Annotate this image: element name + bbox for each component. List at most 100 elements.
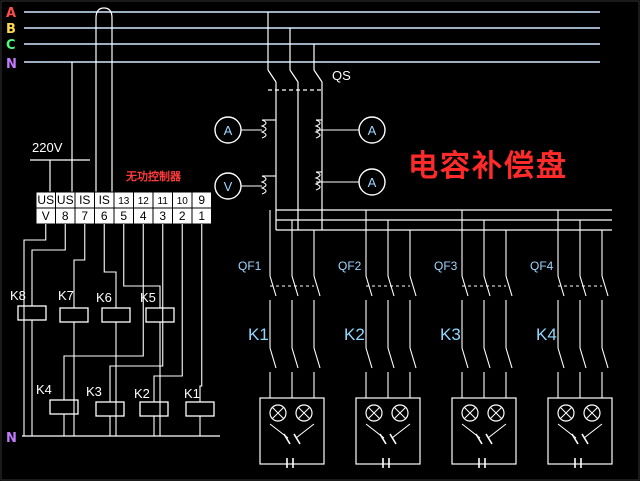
- relay-control-wire: [31, 224, 66, 306]
- contactor-label-k3: K3: [440, 325, 461, 344]
- capacitor-bank-frame: [259, 397, 325, 465]
- indicator-lamp-cross: [272, 407, 284, 419]
- terminal-bottom-label: 1: [198, 209, 205, 223]
- terminal-top-label: US: [37, 193, 54, 207]
- breaker-contact: [505, 275, 513, 297]
- relay-label-k8: K8: [10, 288, 26, 303]
- indicator-lamp: [461, 404, 479, 422]
- bus-label-a: A: [6, 6, 16, 21]
- contactor-contact: [483, 347, 491, 369]
- contactor-contact: [365, 347, 373, 369]
- capacitor-symbol: [475, 433, 493, 445]
- terminal-top-label: 10: [177, 196, 189, 207]
- contactor-contact: [601, 347, 609, 369]
- relay-control-wire: [103, 224, 117, 308]
- meter-1-symbol: A: [368, 123, 377, 138]
- contactor-contact: [579, 347, 587, 369]
- contactor-label-k1: K1: [248, 325, 269, 344]
- terminal-bottom-label: 2: [179, 209, 186, 223]
- current-transformer-coil: [314, 119, 321, 139]
- relay-control-wire: [109, 224, 164, 402]
- terminal-bottom-label: 4: [140, 209, 147, 223]
- relay-control-wire: [153, 224, 183, 402]
- contactor-contact: [557, 347, 565, 369]
- bus-label-c: C: [6, 38, 16, 53]
- indicator-lamp-cross: [464, 407, 476, 419]
- contactor-contact: [291, 347, 299, 369]
- capacitor-bank-frame: [547, 397, 613, 465]
- relay-control-wire: [73, 224, 86, 308]
- bus-label-n: N: [6, 57, 17, 72]
- terminal-bottom-label: 5: [120, 209, 127, 223]
- indicator-lamp: [365, 404, 383, 422]
- indicator-lamp-cross: [490, 407, 502, 419]
- indicator-lamp-cross: [298, 407, 310, 419]
- breaker-label-qf1: QF1: [238, 259, 262, 273]
- indicator-lamp: [269, 404, 287, 422]
- controller-title: 无功控制器: [125, 169, 182, 183]
- relay-label-k3: K3: [86, 384, 102, 399]
- contactor-contact: [313, 347, 321, 369]
- breaker-contact: [409, 275, 417, 297]
- voltage-label: 220V: [32, 140, 63, 155]
- capacitor-bank-frame: [451, 397, 517, 465]
- current-transformer-coil: [260, 119, 267, 139]
- terminal-bottom-label: 6: [101, 209, 108, 223]
- relay-label-k6: K6: [96, 290, 112, 305]
- current-transformer-coil: [314, 171, 321, 191]
- capacitor-symbol: [283, 433, 301, 445]
- relay-control-wire: [123, 224, 161, 308]
- meter-0-symbol: A: [224, 123, 233, 138]
- relay-label-k4: K4: [36, 382, 52, 397]
- terminal-top-label: 9: [198, 193, 205, 207]
- breaker-label-qf2: QF2: [338, 259, 362, 273]
- capacitor-bank-frame: [355, 397, 421, 465]
- capacitor-symbol: [379, 433, 397, 445]
- contactor-label-k4: K4: [536, 325, 557, 344]
- indicator-lamp: [391, 404, 409, 422]
- breaker-contact: [313, 275, 321, 297]
- breaker-label-qf3: QF3: [434, 259, 458, 273]
- panel-title: 电容补偿盘: [408, 149, 568, 184]
- terminal-top-label: IS: [79, 193, 90, 207]
- relay-control-wire: [199, 224, 203, 402]
- meters: A A V A: [214, 116, 386, 200]
- indicator-lamp-cross: [394, 407, 406, 419]
- bus-label-b: B: [6, 22, 16, 37]
- contactor-contact: [269, 347, 277, 369]
- bottom-n-label: N: [6, 431, 17, 446]
- distribution-bus: [276, 209, 612, 231]
- terminal-bottom-label: 8: [62, 209, 69, 223]
- terminal-top-label: IS: [99, 193, 110, 207]
- relay-label-k2: K2: [134, 386, 150, 401]
- meter-2-symbol: V: [224, 179, 233, 194]
- contactor-label-k2: K2: [344, 325, 365, 344]
- terminal-top-label: 13: [118, 196, 130, 207]
- bus-bars: A B C N: [6, 6, 600, 72]
- terminal-bottom-label: 3: [159, 209, 166, 223]
- terminal-top-label: US: [57, 193, 74, 207]
- indicator-lamp: [583, 404, 601, 422]
- indicator-lamp: [557, 404, 575, 422]
- contactor-contact: [461, 347, 469, 369]
- qs-label: QS: [332, 68, 351, 83]
- indicator-lamp: [295, 404, 313, 422]
- relay-label-k5: K5: [140, 290, 156, 305]
- indicator-lamp-cross: [368, 407, 380, 419]
- terminal-top-label: 12: [138, 196, 150, 207]
- indicator-lamp-cross: [586, 407, 598, 419]
- meter-3-symbol: A: [368, 175, 377, 190]
- terminal-bottom-label: V: [42, 209, 50, 223]
- relay-control-wire: [23, 224, 47, 436]
- contactor-contact: [387, 347, 395, 369]
- controller-supply-wiring: [30, 7, 113, 200]
- relay-control-wire: [63, 224, 144, 400]
- contactor-contact: [409, 347, 417, 369]
- capacitor-symbol: [571, 433, 589, 445]
- breaker-contact: [601, 275, 609, 297]
